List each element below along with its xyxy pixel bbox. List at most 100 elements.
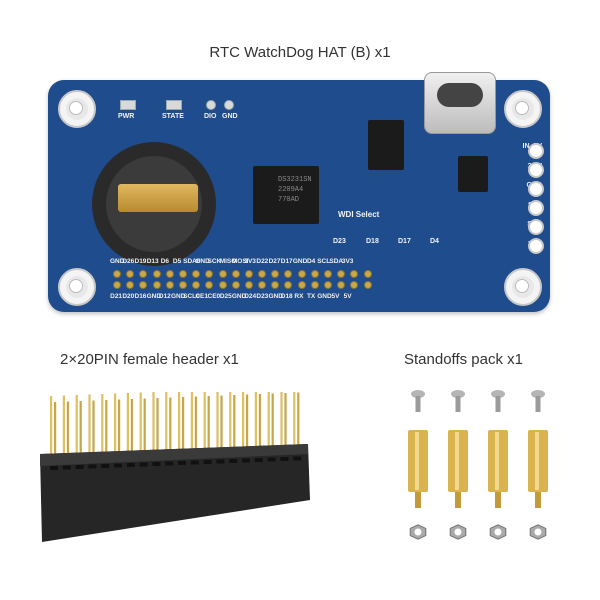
dio-pad — [206, 100, 216, 110]
header-pin — [66, 401, 69, 460]
header-socket — [267, 457, 276, 462]
pin-label: D19 — [134, 258, 147, 265]
header-pin — [254, 392, 257, 446]
usb-c-connector — [424, 72, 496, 134]
header-pin — [152, 392, 155, 450]
pin-label: D20 — [122, 293, 135, 300]
screw-head — [531, 390, 545, 398]
header-pin — [139, 392, 142, 451]
pin-label: MISO — [219, 258, 237, 265]
header-pin — [92, 400, 95, 459]
standoff-thread — [495, 492, 501, 508]
pwr-led — [120, 100, 136, 110]
label-pwr: PWR — [118, 113, 135, 120]
nut-hole — [414, 528, 422, 536]
gpio-pad-row-top — [113, 270, 372, 278]
pin-label: SCL — [317, 258, 331, 265]
pin-label: GND — [146, 293, 162, 300]
header-pin — [101, 394, 104, 452]
gpio-pad — [271, 281, 280, 289]
pin-label: D27 — [268, 258, 281, 265]
gpio-pad — [297, 281, 306, 289]
header-socket — [88, 464, 97, 469]
screw-head — [411, 390, 425, 398]
header-caption: 2×20PIN female header x1 — [60, 351, 239, 368]
standoff-shine — [455, 432, 459, 490]
eeprom-chip — [458, 156, 488, 192]
header-pin — [156, 398, 159, 456]
header-pin — [220, 395, 223, 454]
side-pad — [528, 181, 544, 197]
gpio-pad — [218, 270, 227, 278]
side-pad — [528, 162, 544, 178]
standoff-thread — [535, 492, 541, 508]
header-pin — [54, 402, 57, 460]
wdi-option-d18: D18 — [366, 238, 379, 245]
gpio-pad — [139, 270, 148, 278]
header-socket — [203, 460, 212, 464]
state-led — [166, 100, 182, 110]
gpio-pad — [152, 270, 161, 278]
pin-label: D21 — [110, 293, 123, 300]
header-pin — [79, 401, 82, 459]
gpio-pad — [310, 270, 319, 278]
wdi-option-d4: D4 — [430, 238, 439, 245]
rtc-watchdog-board: PWR STATE DIO GND DS3231SN 2209A4 770AD … — [48, 72, 550, 312]
pin-label: SCK — [207, 258, 222, 265]
gpio-pad — [205, 270, 214, 278]
gpio-pad — [178, 281, 187, 289]
header-pin — [246, 394, 249, 453]
standoffs-caption: Standoffs pack x1 — [404, 351, 523, 368]
header-pin — [105, 400, 108, 458]
gpio-pad — [244, 270, 253, 278]
side-pad — [528, 200, 544, 216]
gpio-pad — [284, 281, 293, 289]
header-pin — [88, 394, 91, 453]
pin-label: D12 — [158, 293, 171, 300]
standoff-items — [408, 390, 548, 540]
gpio-pad — [310, 281, 319, 289]
gpio-pad — [363, 270, 372, 278]
header-pin — [62, 395, 65, 454]
screw-head — [451, 390, 465, 398]
header-pin — [114, 393, 117, 452]
gpio-pad — [113, 281, 121, 289]
label-gnd: GND — [222, 113, 238, 120]
gpio-pad — [271, 270, 280, 278]
side-pad — [528, 238, 544, 254]
header-pins — [50, 392, 300, 460]
header-socket — [50, 466, 58, 470]
header-pin — [297, 392, 300, 451]
pin-label: D25 — [219, 293, 232, 300]
pin-label: D5 — [172, 258, 182, 265]
header-pin — [229, 392, 232, 447]
pin-label: SDA — [329, 258, 344, 265]
nut-hole — [454, 528, 462, 536]
screw-head — [491, 390, 505, 398]
mount-hole — [58, 268, 96, 306]
gpio-pad — [337, 270, 346, 278]
header-socket — [126, 463, 135, 467]
header-pin — [182, 397, 185, 455]
top-pin-labels: GND D26 D19 D13 D6 D5 SDA0 GND SCK MISO … — [110, 258, 354, 265]
pin-label: CE0 — [207, 293, 221, 300]
gpio-pad — [258, 270, 267, 278]
header-socket — [178, 461, 186, 465]
watchdog-chip — [368, 120, 404, 170]
pin-label: D18 — [280, 293, 293, 300]
mount-hole — [58, 90, 96, 128]
standoff-thread — [455, 492, 461, 508]
gpio-pad — [126, 270, 135, 278]
gpio-pad — [218, 281, 227, 289]
header-pin — [118, 399, 121, 458]
standoff-shine — [415, 432, 419, 490]
header-pin — [233, 395, 236, 453]
pin-label: D26 — [122, 258, 135, 265]
header-pin — [280, 392, 283, 445]
side-pad — [528, 143, 544, 159]
rtc-chip — [253, 166, 319, 224]
gpio-pad — [165, 281, 174, 289]
pin-label: D6 — [160, 258, 169, 265]
side-pad — [528, 219, 544, 235]
pin-label: D16 — [134, 293, 147, 300]
